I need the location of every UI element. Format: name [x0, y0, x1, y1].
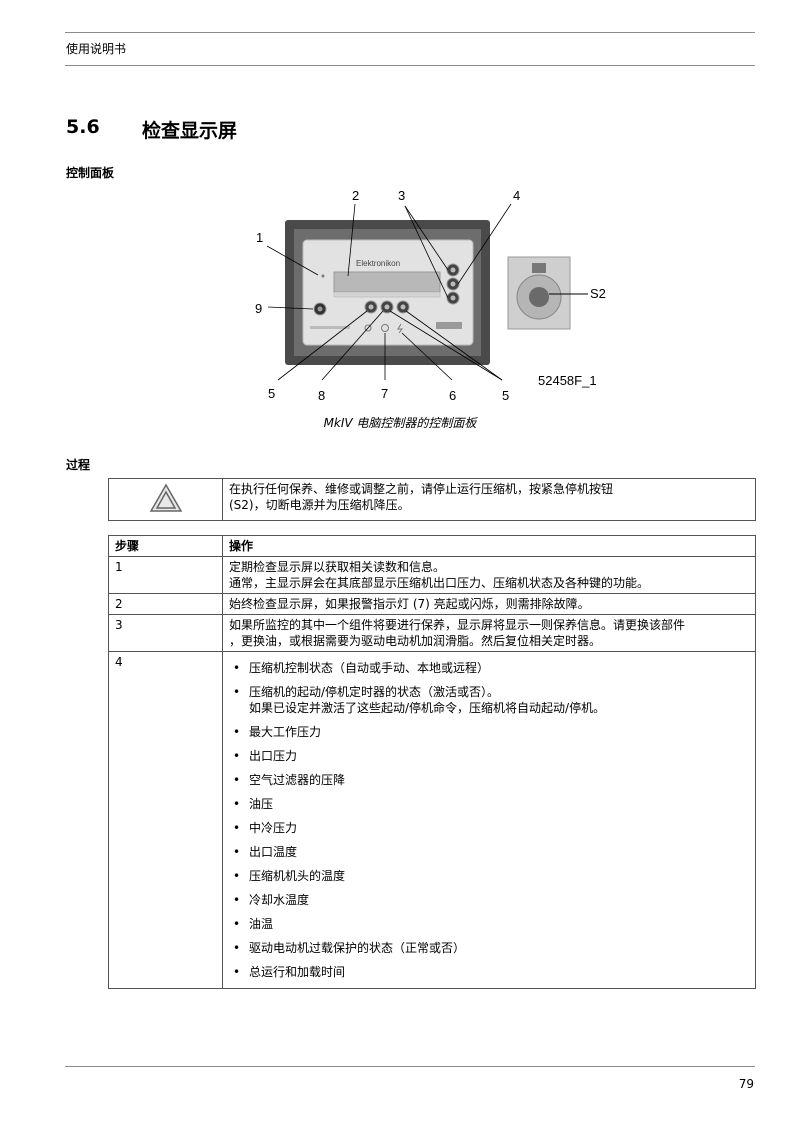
bullet: • — [233, 661, 241, 675]
label-s2: S2 — [590, 286, 606, 301]
list-item: • 压缩机控制状态（自动或手动、本地或远程） — [229, 660, 749, 676]
led-indicator — [321, 274, 325, 278]
header-step: 步骤 — [108, 535, 223, 557]
callout-3: 3 — [398, 188, 405, 203]
callout-7: 7 — [381, 386, 388, 401]
bullet: • — [233, 941, 241, 955]
alarm-led — [381, 324, 389, 332]
header-bottom-rule — [65, 65, 755, 66]
list-item-text: 空气过滤器的压降 — [249, 773, 346, 787]
warning-text-line1: 在执行任何保养、维修或调整之前，请停止运行压缩机，按紧急停机按钮 — [229, 482, 614, 496]
table-header-row: 步骤 操作 — [108, 535, 756, 557]
action-line: 定期检查显示屏以获取相关读数和信息。 — [229, 560, 446, 574]
list-item-text: 最大工作压力 — [249, 725, 322, 739]
warning-text-line2: (S2)，切断电源并为压缩机降压。 — [229, 498, 410, 512]
subheading-procedure: 过程 — [66, 458, 91, 472]
list-item: • 出口温度 — [229, 844, 749, 860]
header-action: 操作 — [222, 535, 756, 557]
list-item: • 总运行和加载时间 — [229, 964, 749, 980]
step-number: 1 — [108, 556, 223, 594]
figure-caption: MkIV 电脑控制器的控制面板 — [323, 416, 477, 430]
table-row: 2 始终检查显示屏，如果报警指示灯 (7) 亮起或闪烁，则需排除故障。 — [108, 593, 756, 615]
callout-9: 9 — [255, 301, 262, 316]
callout-6: 6 — [449, 388, 456, 403]
step-action: 始终检查显示屏，如果报警指示灯 (7) 亮起或闪烁，则需排除故障。 — [222, 593, 756, 615]
list-item-text: 如果已设定并激活了这些起动/停机命令，压缩机将自动起动/停机。 — [249, 701, 606, 715]
warning-icon-cell — [108, 478, 223, 521]
display-screen — [333, 271, 441, 293]
step-number: 4 — [108, 651, 223, 989]
bullet: • — [233, 725, 241, 739]
bullet: • — [233, 917, 241, 931]
header-top-rule — [65, 32, 755, 33]
step-number: 3 — [108, 614, 223, 652]
step-action: 定期检查显示屏以获取相关读数和信息。 通常，主显示屏会在其底部显示压缩机出口压力… — [222, 556, 756, 594]
action-line: 通常，主显示屏会在其底部显示压缩机出口压力、压缩机状态及各种键的功能。 — [229, 576, 650, 590]
list-item-text: 驱动电动机过载保护的状态（正常或否） — [249, 941, 466, 955]
section-number: 5.6 — [66, 116, 100, 138]
list-item-text: 压缩机控制状态（自动或手动、本地或远程） — [249, 661, 490, 675]
list-item: • 油温 — [229, 916, 749, 932]
bullet: • — [233, 869, 241, 883]
steps-table: 步骤 操作 1 定期检查显示屏以获取相关读数和信息。 通常，主显示屏会在其底部显… — [108, 535, 756, 989]
list-item-text: 出口温度 — [249, 845, 298, 859]
callout-2: 2 — [352, 188, 359, 203]
bullet: • — [233, 845, 241, 859]
bullet: • — [233, 685, 241, 699]
callout-5a: 5 — [268, 386, 275, 401]
table-row: 4 • 压缩机控制状态（自动或手动、本地或远程） • 压缩机的起动/停机定时器的状态… — [108, 651, 756, 989]
callout-5b: 5 — [502, 388, 509, 403]
list-item-text: 压缩机机头的温度 — [249, 869, 346, 883]
list-item: • 最大工作压力 — [229, 724, 749, 740]
warning-triangle-icon — [149, 482, 182, 512]
action-line: 始终检查显示屏，如果报警指示灯 (7) 亮起或闪烁，则需排除故障。 — [229, 597, 590, 611]
list-item: • 压缩机的起动/停机定时器的状态（激活或否）。如果已设定并激活了这些起动/停机命… — [229, 684, 749, 716]
list-item: • 冷却水温度 — [229, 892, 749, 908]
list-item: • 空气过滤器的压降 — [229, 772, 749, 788]
footer-rule — [65, 1066, 755, 1067]
table-row: 1 定期检查显示屏以获取相关读数和信息。 通常，主显示屏会在其底部显示压缩机出口… — [108, 556, 756, 594]
bullet: • — [233, 773, 241, 787]
parameter-list: • 压缩机控制状态（自动或手动、本地或远程） • 压缩机的起动/停机定时器的状态（激… — [229, 654, 749, 986]
step-number: 2 — [108, 593, 223, 615]
list-item-text: 出口压力 — [249, 749, 298, 763]
action-line: 如果所监控的其中一个组件将要进行保养，显示屏将显示一则保养信息。请更换该部件 — [229, 618, 686, 632]
list-item: • 油压 — [229, 796, 749, 812]
list-item: • 出口压力 — [229, 748, 749, 764]
table-row: 3 如果所监控的其中一个组件将要进行保养，显示屏将显示一则保养信息。请更换该部件… — [108, 614, 756, 652]
page-number: 79 — [738, 1077, 754, 1091]
bullet: • — [233, 797, 241, 811]
bullet: • — [233, 749, 241, 763]
list-item: • 压缩机机头的温度 — [229, 868, 749, 884]
control-panel-figure: Elektronikon S2 1 2 3 4 5 5 6 7 8 9 — [255, 188, 606, 403]
callout-1: 1 — [256, 230, 263, 245]
voltage-led — [364, 324, 372, 332]
warning-table: 在执行任何保养、维修或调整之前，请停止运行压缩机，按紧急停机按钮 (S2)，切断… — [108, 478, 756, 521]
figure-id: 52458F_1 — [538, 373, 597, 388]
bullet: • — [233, 821, 241, 835]
step-action: • 压缩机控制状态（自动或手动、本地或远程） • 压缩机的起动/停机定时器的状态（激… — [222, 651, 756, 989]
list-item-text: 油压 — [249, 797, 274, 811]
bullet: • — [233, 965, 241, 979]
list-item: • 中冷压力 — [229, 820, 749, 836]
brand-label: Elektronikon — [356, 259, 400, 268]
list-item-text: 总运行和加载时间 — [249, 965, 346, 979]
document-header: 使用说明书 — [66, 42, 127, 56]
list-item-text: 中冷压力 — [249, 821, 298, 835]
section-title: 检查显示屏 — [142, 120, 238, 142]
step-action: 如果所监控的其中一个组件将要进行保养，显示屏将显示一则保养信息。请更换该部件 ，… — [222, 614, 756, 652]
action-line: ，更换油，或根据需要为驱动电动机加润滑脂。然后复位相关定时器。 — [229, 634, 602, 648]
warning-text-cell: 在执行任何保养、维修或调整之前，请停止运行压缩机，按紧急停机按钮 (S2)，切断… — [222, 478, 756, 521]
list-item: • 驱动电动机过载保护的状态（正常或否） — [229, 940, 749, 956]
subheading-control-panel: 控制面板 — [66, 166, 115, 180]
list-item-text: 冷却水温度 — [249, 893, 310, 907]
list-item-text: 压缩机的起动/停机定时器的状态（激活或否）。 — [249, 685, 500, 699]
atlas-logo — [436, 322, 462, 329]
list-item-text: 油温 — [249, 917, 274, 931]
bullet: • — [233, 893, 241, 907]
service-led — [397, 323, 403, 334]
callout-8: 8 — [318, 388, 325, 403]
callout-4: 4 — [513, 188, 520, 203]
